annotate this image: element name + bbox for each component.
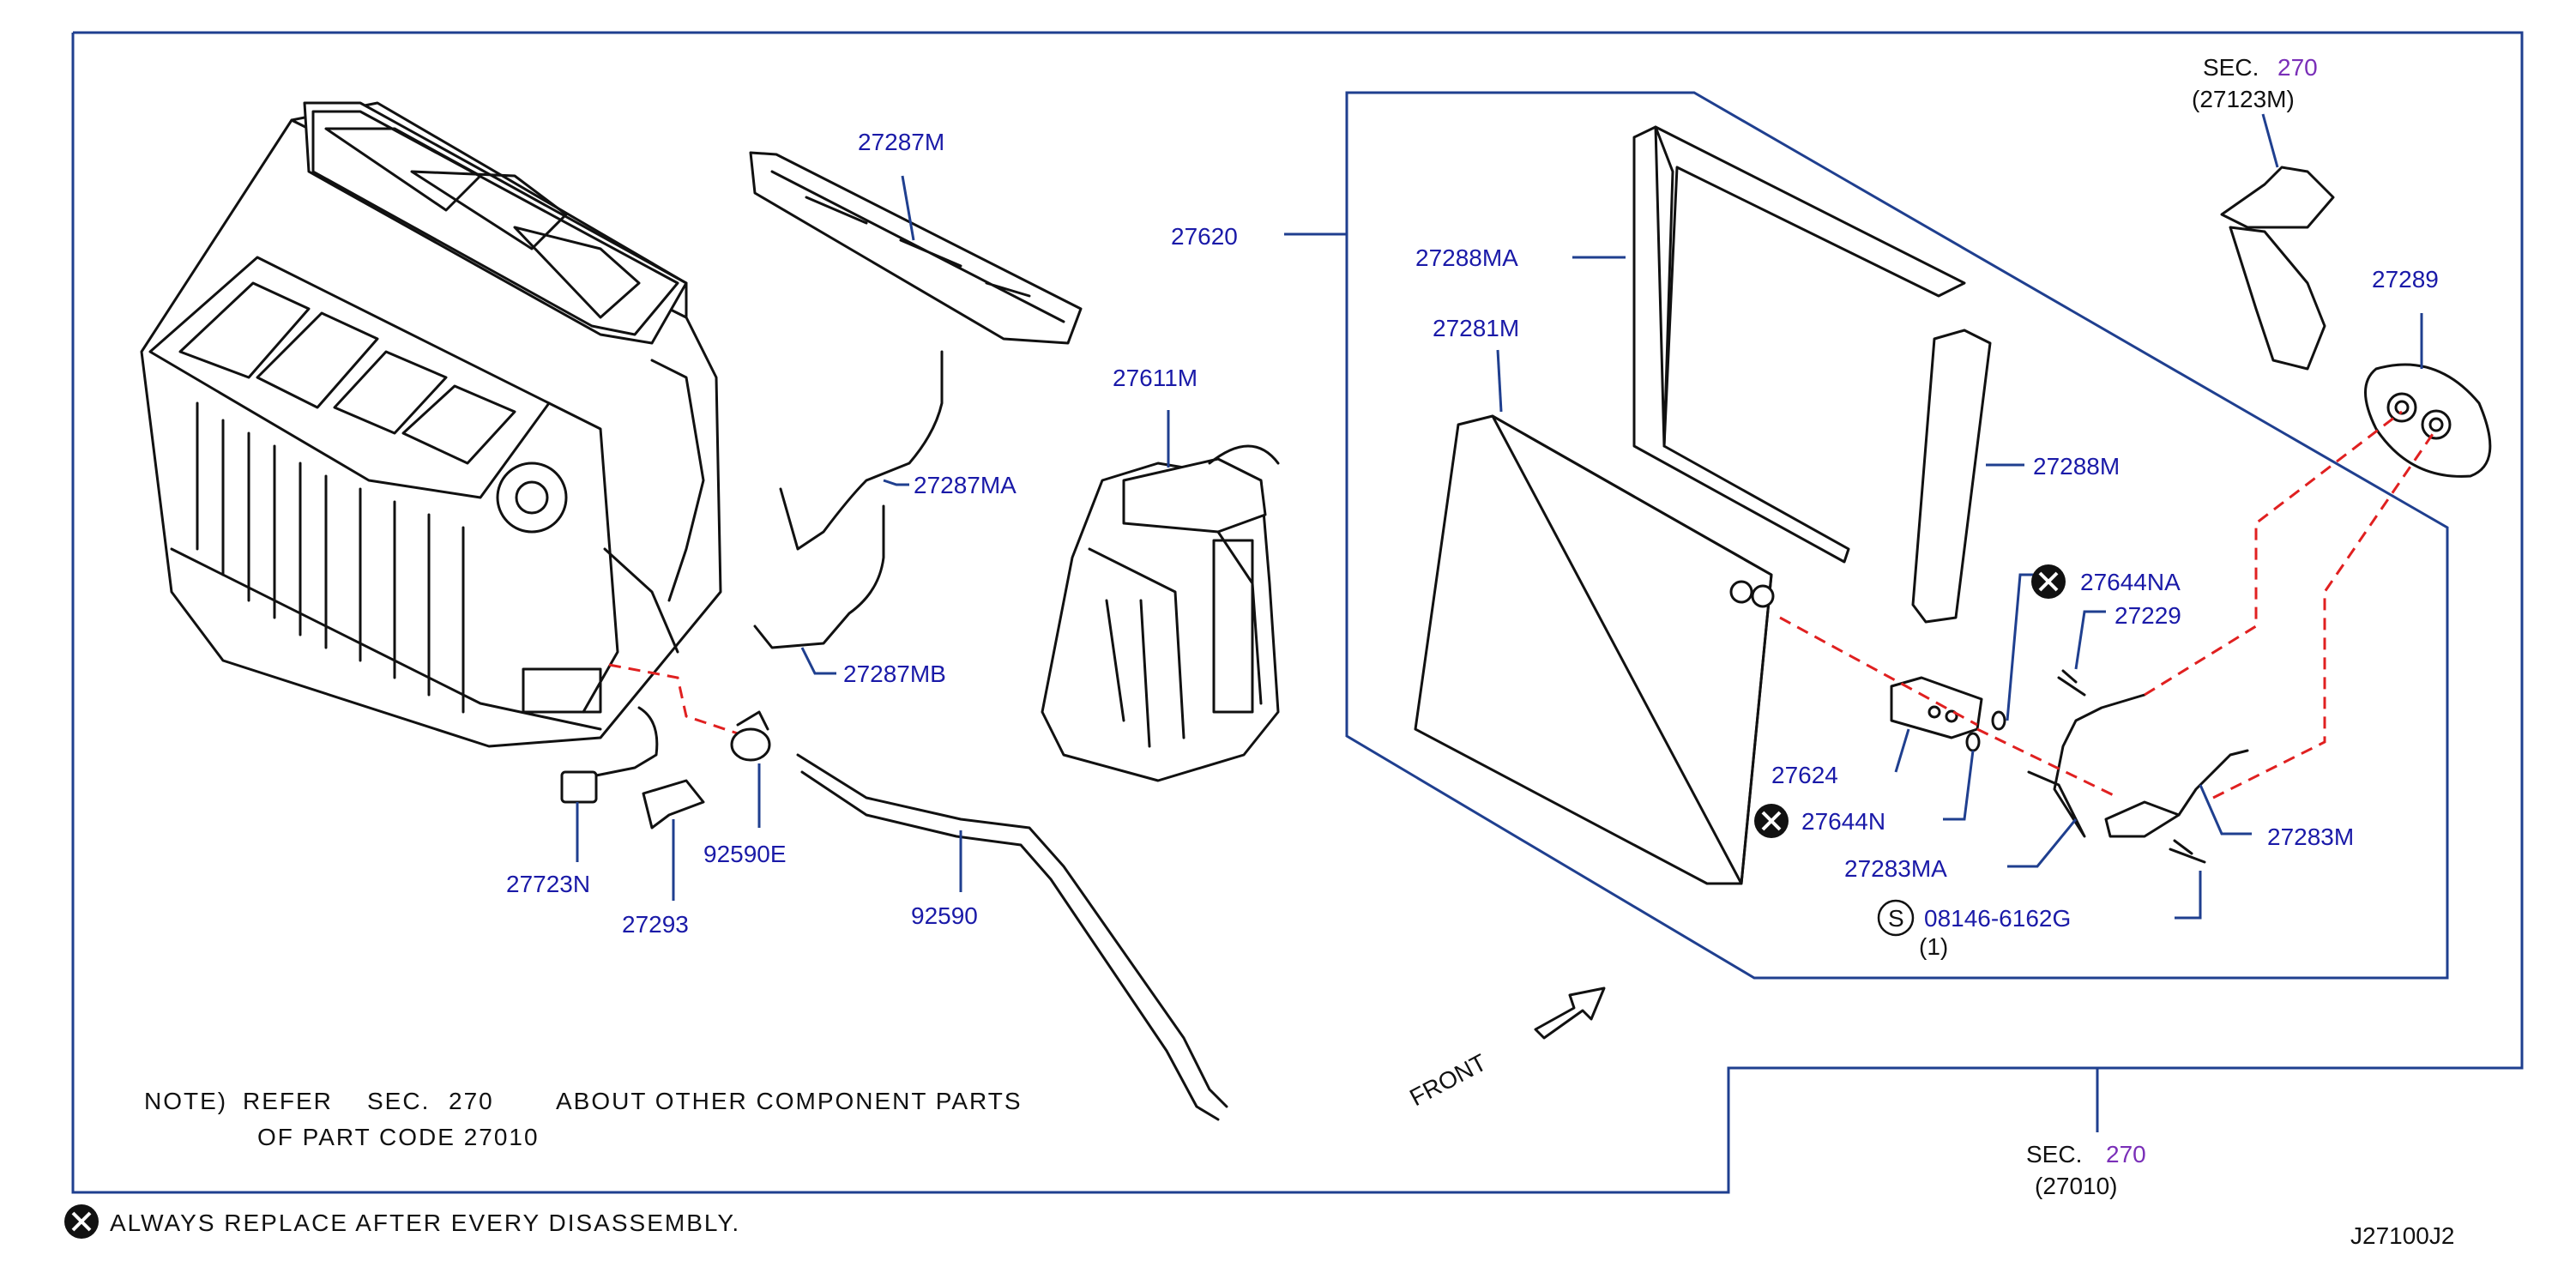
callout-92590E: 92590E xyxy=(703,841,787,867)
flange-27283M-drawing xyxy=(2104,800,2181,838)
o-ring-27644N-drawing xyxy=(1965,732,1981,752)
callout-27293: 27293 xyxy=(622,911,689,938)
svg-text:S: S xyxy=(1888,905,1904,932)
grommet-27289-drawing xyxy=(2364,363,2492,478)
section-ref-top-code: (27123M) xyxy=(2192,86,2295,112)
diagram-code: J27100J2 xyxy=(2350,1222,2454,1249)
note-line2: OF PART CODE 27010 xyxy=(257,1124,540,1150)
callout-27229: 27229 xyxy=(2114,602,2181,629)
drain-hose-27287MB-drawing xyxy=(753,504,885,649)
clip-27293-drawing xyxy=(642,779,705,830)
evaporator-core-27281M-drawing xyxy=(1414,414,1775,885)
section-ref-bottom-code: (27010) xyxy=(2035,1173,2118,1199)
duct-27287M-drawing xyxy=(749,151,1083,345)
heater-cooling-unit-drawing xyxy=(140,101,722,748)
callout-27283M: 27283M xyxy=(2267,824,2354,850)
section-ref-bottom-sec: SEC. xyxy=(2026,1141,2082,1167)
callout-27620: 27620 xyxy=(1171,223,1238,250)
note-sec: SEC. xyxy=(367,1088,430,1114)
bolt-08146-drawing xyxy=(2169,839,2206,864)
clamp-92590E-drawing xyxy=(730,710,771,762)
bolt-27229-drawing xyxy=(2057,669,2086,697)
outer-boundary xyxy=(71,31,2524,1194)
callout-27289: 27289 xyxy=(2372,266,2439,293)
callout-27281M: 27281M xyxy=(1433,315,1519,341)
callout-27723N: 27723N xyxy=(506,871,590,897)
callout-27288M: 27288M xyxy=(2033,453,2120,480)
note-about: ABOUT OTHER COMPONENT PARTS xyxy=(556,1088,1023,1114)
hose-92590-edge xyxy=(800,770,1220,1121)
callout-27283MA: 27283MA xyxy=(1844,855,1947,882)
callout-08146-6162G: 08146-6162G xyxy=(1924,905,2071,932)
replace-marker-27644N xyxy=(1754,804,1789,838)
callout-27644NA: 27644NA xyxy=(2080,569,2181,595)
callout-27644N: 27644N xyxy=(1801,808,1885,835)
section-ref-top-number: 270 xyxy=(2277,54,2318,81)
callout-27624: 27624 xyxy=(1771,762,1838,788)
callout-27287MB: 27287MB xyxy=(843,661,946,687)
front-direction-indicator: FRONT xyxy=(1405,986,1606,1112)
hose-92590-drawing xyxy=(796,753,1228,1108)
pipe-27283MA-drawing xyxy=(2027,693,2146,838)
section-ref-bottom-number: 270 xyxy=(2106,1141,2146,1167)
evaporator-group-boundary xyxy=(1345,91,2449,980)
legend-text: ALWAYS REPLACE AFTER EVERY DISASSEMBLY. xyxy=(110,1210,740,1236)
callout-27611M: 27611M xyxy=(1113,365,1198,391)
connection-dashed-line xyxy=(608,663,739,735)
callout-27287M: 27287M xyxy=(858,129,944,155)
callout-92590: 92590 xyxy=(911,902,978,929)
note-section-number: 270 xyxy=(449,1088,494,1114)
section-ref-top-sec: SEC. xyxy=(2203,54,2259,81)
blower-housing-27611M-drawing xyxy=(1041,444,1280,782)
callout-08146-quantity: (1) xyxy=(1919,933,1948,960)
seal-frame-27288MA-drawing xyxy=(1632,125,1966,564)
note-prefix: NOTE) xyxy=(144,1088,227,1114)
callout-27288MA: 27288MA xyxy=(1415,244,1518,271)
bracket-27123M-drawing xyxy=(2220,166,2335,371)
callout-27287MA: 27287MA xyxy=(914,472,1017,498)
standard-part-marker: S xyxy=(1877,899,1915,937)
replace-legend: ALWAYS REPLACE AFTER EVERY DISASSEMBLY. xyxy=(64,1204,740,1239)
front-label: FRONT xyxy=(1405,1049,1491,1112)
front-arrow-icon xyxy=(1534,986,1606,1040)
sensor-27723N-drawing xyxy=(560,706,659,804)
seal-27288M-drawing xyxy=(1911,329,1992,624)
drain-hose-27287MA-drawing xyxy=(779,350,944,551)
note-refer: REFER xyxy=(243,1088,333,1114)
replace-marker-27644NA xyxy=(2031,564,2066,599)
o-ring-27644NA-drawing xyxy=(1991,710,2006,731)
